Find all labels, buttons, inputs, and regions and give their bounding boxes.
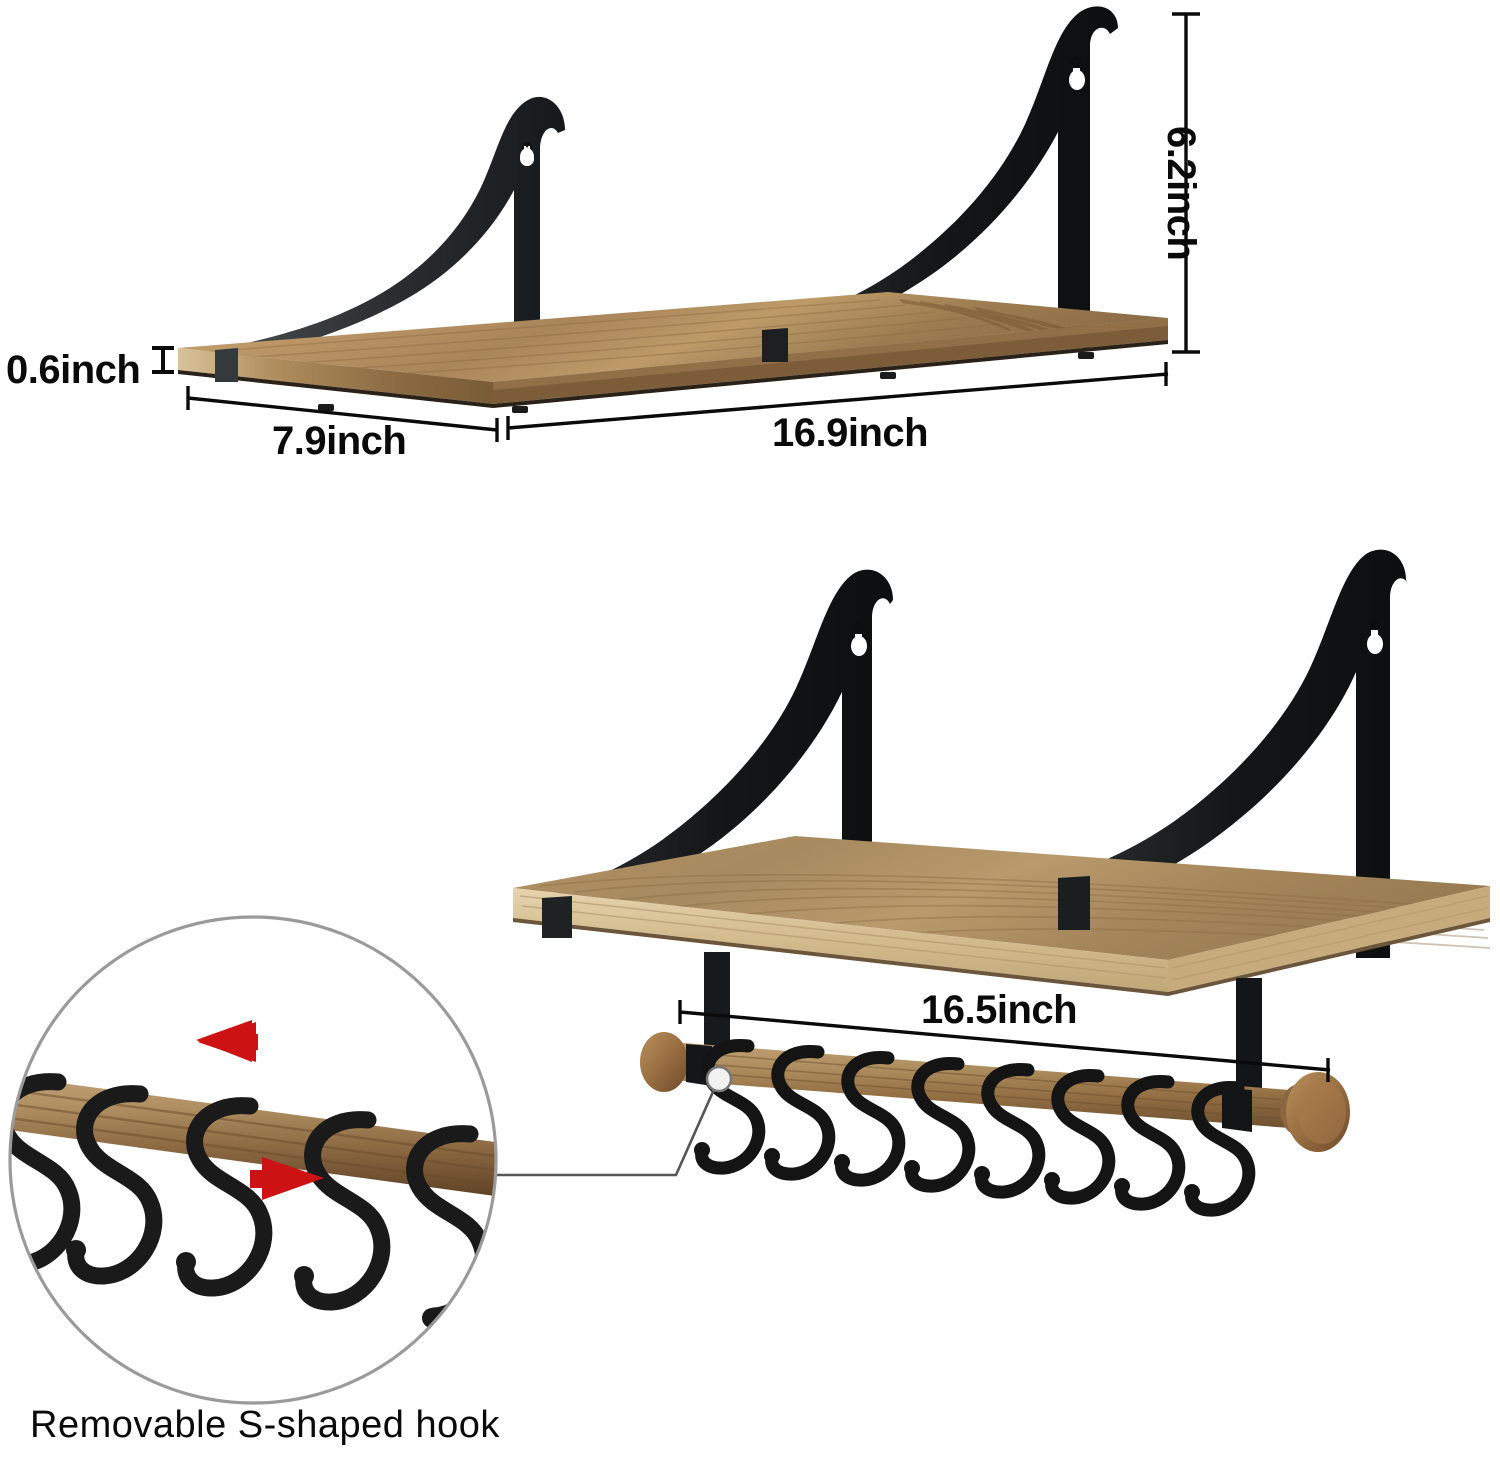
rod-support-right	[1236, 978, 1262, 1088]
s-hook	[1045, 1069, 1116, 1205]
dim-width-line	[506, 362, 1169, 440]
magnifier-ring	[8, 915, 498, 1405]
callout-marker-dot	[705, 1065, 733, 1093]
dim-rodwidth-line	[678, 1000, 1331, 1082]
hanging-rod	[640, 1032, 1350, 1152]
arrow-right-icon	[250, 1157, 324, 1200]
dimension-label-thickness: 0.6inch	[6, 348, 141, 392]
s-hook-magnified	[67, 1085, 163, 1285]
s-hook	[905, 1057, 976, 1193]
dimension-label-height: 6.2inch	[1159, 126, 1203, 261]
caption-removable-hook: Removable S-shaped hook	[30, 1404, 500, 1446]
s-hook	[835, 1051, 906, 1187]
dimension-label-rod-width: 16.5inch	[921, 988, 1078, 1032]
arrow-left-body	[196, 1020, 258, 1062]
s-hook	[1185, 1081, 1256, 1217]
lower-bracket-right	[1058, 549, 1408, 958]
upper-dimension-lines	[152, 12, 1200, 442]
s-hook-tips	[694, 1142, 1200, 1200]
s-hook	[765, 1045, 836, 1181]
dimension-label-depth: 7.9inch	[272, 419, 407, 463]
magnifier-detail-view	[8, 915, 498, 1405]
upper-shelf-board	[178, 292, 1168, 413]
lower-shelf-assembly	[513, 549, 1491, 1217]
lower-shelf-board	[513, 836, 1491, 996]
dimension-label-width: 16.9inch	[772, 411, 929, 455]
s-hook	[695, 1039, 766, 1175]
s-hook-magnified	[295, 1111, 391, 1311]
dim-thickness-marker	[152, 346, 174, 374]
s-hook	[1115, 1075, 1186, 1211]
upper-shelf-assembly	[178, 6, 1168, 413]
s-hook-group	[695, 1039, 1256, 1217]
s-hook-magnified	[177, 1097, 273, 1297]
dim-height-line	[1172, 12, 1200, 354]
s-hook	[975, 1063, 1046, 1199]
rod-end-cap-left	[640, 1032, 688, 1092]
dim-depth-line	[186, 386, 499, 442]
